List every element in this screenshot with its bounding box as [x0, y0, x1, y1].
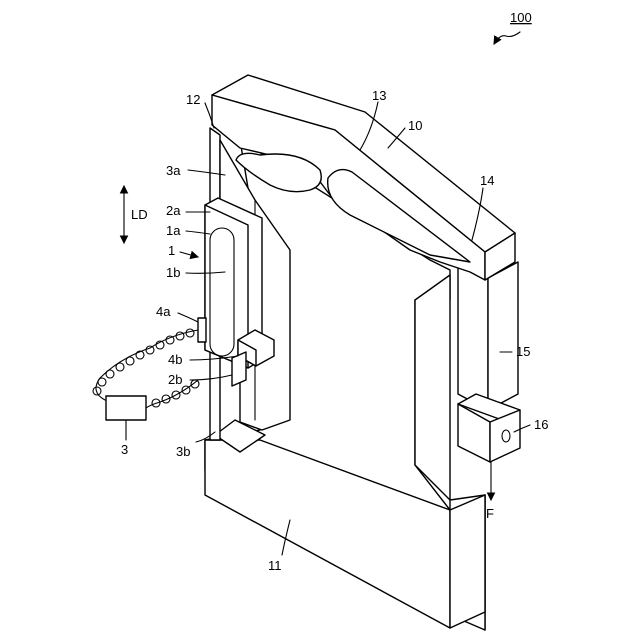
label-11: 11: [268, 558, 282, 573]
label-2a: 2a: [166, 203, 181, 218]
label-LD: LD: [131, 207, 148, 222]
label-15: 15: [516, 344, 530, 359]
label-3a: 3a: [166, 163, 181, 178]
label-1b: 1b: [166, 265, 180, 280]
label-16: 16: [534, 417, 548, 432]
label-3: 3: [121, 442, 128, 457]
label-1: 1: [168, 243, 175, 258]
label-4a: 4a: [156, 304, 171, 319]
label-2b: 2b: [168, 372, 182, 387]
label-10: 10: [408, 118, 422, 133]
label-100: 100: [510, 10, 532, 25]
label-14: 14: [480, 173, 494, 188]
column-15: [458, 260, 518, 410]
block-16: [458, 394, 520, 462]
label-3b: 3b: [176, 444, 190, 459]
label-12: 12: [186, 92, 200, 107]
unit-3: [106, 396, 146, 420]
arrow-1: [180, 252, 198, 257]
label-F: F: [486, 506, 494, 521]
label-4b: 4b: [168, 352, 182, 367]
label-1a: 1a: [166, 223, 181, 238]
label-13: 13: [372, 88, 386, 103]
figure-reference: 100: [494, 10, 532, 44]
